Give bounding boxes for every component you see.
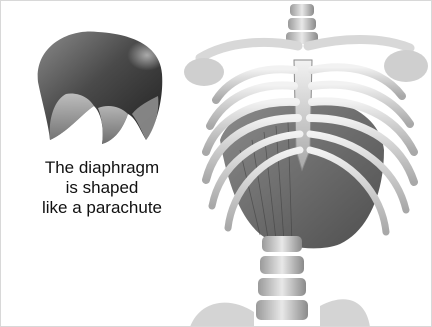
ribcage-illustration [170,0,432,327]
lumbar-spine [256,236,308,320]
caption-line-1: The diaphragm [22,158,182,178]
cervical-spine [286,4,318,44]
diaphragm-caption: The diaphragm is shaped like a parachute [22,158,182,218]
caption-line-3: like a parachute [22,198,182,218]
caption-line-2: is shaped [22,178,182,198]
diaphragm-icon [28,22,168,150]
